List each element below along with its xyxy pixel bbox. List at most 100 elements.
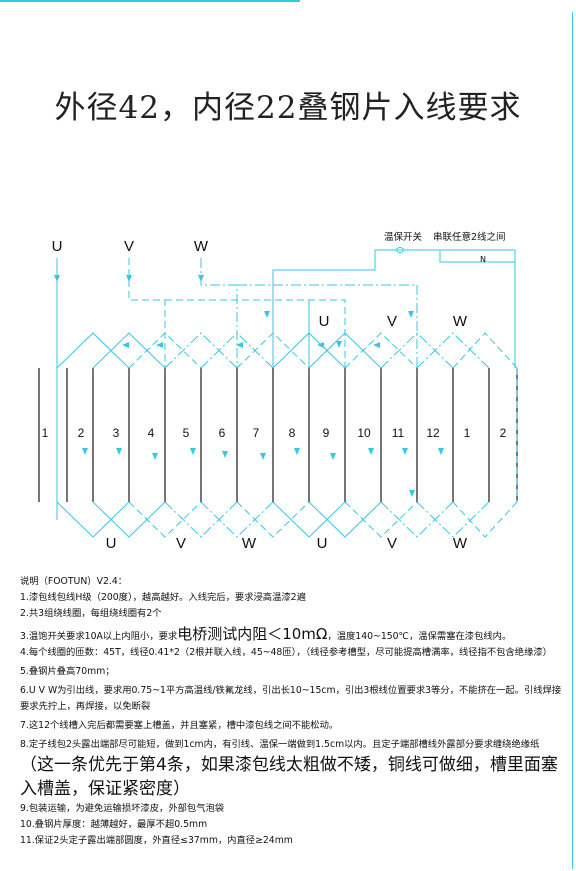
note-1: 1.漆包线包线H级（200度），越高越好。入线完后，要求浸高温漆2遍 <box>20 592 306 603</box>
slot-number: 3 <box>113 426 120 440</box>
coil-u1b <box>92 332 166 369</box>
coil-u2 <box>272 501 346 538</box>
slot-lines <box>38 368 518 502</box>
arrow-icon <box>122 342 129 348</box>
coil-w1b <box>164 501 238 538</box>
thermal-switch-wire <box>375 249 515 263</box>
arrow-icon <box>54 275 60 282</box>
slot-number: 9 <box>323 426 330 440</box>
arrow-icon <box>336 341 342 348</box>
slot-number: 4 <box>148 426 155 440</box>
slot-number: 2 <box>500 426 507 440</box>
slot-number: 2 <box>78 426 85 440</box>
page-frame <box>12 12 573 869</box>
coil-v2 <box>344 332 418 369</box>
note-3-part-a: 3.温饱开关要求10A以上内阻小，要求 <box>20 631 178 642</box>
phase-label-bottom: V <box>387 535 397 552</box>
note-3-highlight: 电桥测试内阻＜10mΩ <box>177 625 328 643</box>
note-11: 11.保证2头定子露出端部圆度，外直径≤37mm，内直径≥24mm <box>20 835 293 846</box>
phase-label-bottom: U <box>106 535 117 552</box>
lead-w <box>200 258 238 368</box>
note-8-part-a: 8.定子线包2头露出端部尽可能短，做到1cm内，有引线、温保一端做到1.5cm以… <box>20 739 540 750</box>
notes-version: 说明（FOOTUN）V2.4： <box>20 576 128 587</box>
coil-w1b <box>164 332 238 369</box>
winding-wires <box>56 247 518 538</box>
coil-v2 <box>344 501 418 538</box>
phase-label-bottom: W <box>242 535 257 552</box>
coil-u1b <box>92 501 166 538</box>
coil-u2b <box>308 501 382 538</box>
phase-label-middle: W <box>453 313 468 330</box>
note-4: 4.每个线圈的匝数：45T，线径0.41*2（2根并联入线，45~48匝），（线… <box>20 647 552 658</box>
coil-v1b <box>236 501 310 538</box>
lead-v <box>128 258 166 368</box>
arrow-icon <box>438 448 444 455</box>
note-9: 9.包装运输，为避免运输损坏漆皮，外部包气泡袋 <box>20 803 225 814</box>
arrow-icon <box>156 342 163 348</box>
neutral-label: N <box>480 255 486 264</box>
arrow-icon <box>260 453 266 460</box>
note-3: 3.温饱开关要求10A以上内阻小，要求电桥测试内阻＜10mΩ，温度140~150… <box>20 626 570 645</box>
phase-label-top: W <box>194 238 209 255</box>
arrow-icon <box>222 451 228 458</box>
phase-label-bottom: W <box>453 535 468 552</box>
slot-number: 7 <box>253 426 260 440</box>
coil-w2 <box>416 501 490 538</box>
phase-label-top: V <box>124 238 134 255</box>
slot-number: 10 <box>357 426 371 440</box>
slot-number: 1 <box>42 426 49 440</box>
thermal-switch-label: 温保开关 <box>384 231 423 243</box>
arrow-icon <box>408 311 414 318</box>
coil-w2b <box>380 501 454 538</box>
link-u-top <box>272 249 516 368</box>
arrow-icon <box>152 453 158 460</box>
arrow-icon <box>236 342 243 348</box>
note-10: 10.叠钢片厚度：越薄越好，最厚不超0.5mm <box>20 819 208 830</box>
note-3-part-c: ，温度140~150℃，温保需塞在漆包线内。 <box>327 631 512 642</box>
coil-u1 <box>56 501 130 538</box>
coil-v1 <box>128 501 202 538</box>
arrow-icon <box>126 275 132 282</box>
coil-w1 <box>200 501 274 538</box>
arrow-icon <box>402 448 408 455</box>
slot-number: 1 <box>464 426 471 440</box>
page-title: 外径42，内径22叠钢片入线要求 <box>54 90 522 126</box>
arrow-icon <box>373 342 380 348</box>
link-v <box>165 299 346 368</box>
arrow-icon <box>198 275 204 282</box>
coil-w2b <box>380 332 454 369</box>
coil-v2b <box>452 501 518 538</box>
arrow-icon <box>294 448 300 455</box>
note-2: 2.共3组绕线圈，每组绕线圈有2个 <box>20 608 162 619</box>
arrow-icon <box>330 453 336 460</box>
series-note: 串联任意2线之间 <box>433 231 506 243</box>
link-w <box>237 284 418 368</box>
phase-label-middle: V <box>387 313 397 330</box>
arrow-icon <box>317 342 324 348</box>
note-8: 8.定子线包2头露出端部尽可能短，做到1cm内，有引线、温保一端做到1.5cm以… <box>20 737 570 801</box>
coil-w2 <box>416 332 490 369</box>
slot-number: 11 <box>392 426 405 440</box>
coil-v2b <box>452 332 518 369</box>
slot-number: 5 <box>183 426 190 440</box>
arrow-icon <box>409 490 415 497</box>
slot-number: 12 <box>426 426 440 440</box>
phase-label-bottom: V <box>176 535 186 552</box>
arrow-icon <box>190 448 196 455</box>
slot-number: 6 <box>219 426 226 440</box>
arrow-icon <box>368 448 374 455</box>
phase-label-bottom: U <box>317 535 328 552</box>
phase-label-middle: U <box>319 313 330 330</box>
note-6: 6.U V W为引出线，要求用0.75~1平方高温线/铁氟龙线，引出长10~15… <box>20 685 562 712</box>
note-7: 7.这12个线槽入完后都需要塞上槽盖，并且塞紧，槽中漆包线之间不能松动。 <box>20 720 339 731</box>
thermal-switch-icon <box>396 247 404 253</box>
notes-section: 说明（FOOTUN）V2.4： 1.漆包线包线H级（200度），越高越好。入线完… <box>20 574 570 849</box>
slot-number: 8 <box>289 426 296 440</box>
coil-u1 <box>56 332 130 369</box>
arrow-icon <box>116 448 122 455</box>
note-5: 5.叠钢片叠高70mm； <box>20 666 115 677</box>
direction-arrows <box>54 275 444 497</box>
note-8-priority: （这一条优先于第4条，如果漆包线太粗做不矮，铜线可做细，槽里面塞入槽盖，保证紧密… <box>20 755 558 799</box>
